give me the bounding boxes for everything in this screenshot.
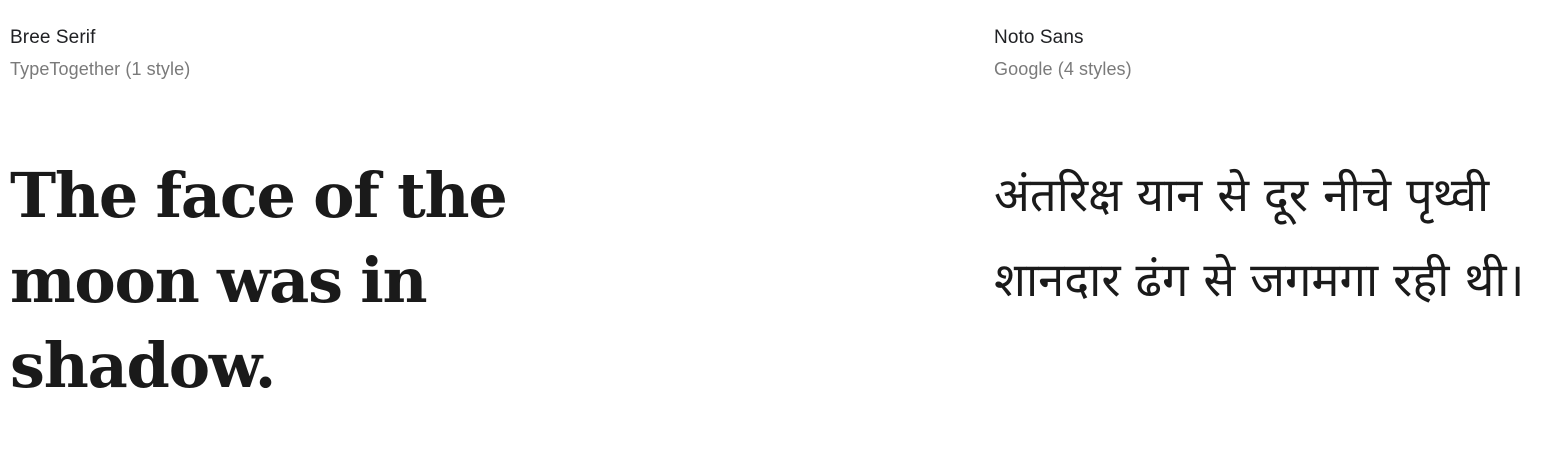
font-meta-bree-serif: Bree Serif TypeTogether (1 style) — [10, 26, 972, 81]
font-meta-noto-sans: Noto Sans Google (4 styles) — [994, 26, 1558, 81]
font-sample-block-bree-serif: The face of the moon was in shadow. — [10, 153, 972, 408]
font-sample-block-noto-sans: अंतरिक्ष यान से दूर नीचे पृथ्वी शानदार ढ… — [994, 153, 1558, 323]
font-card-bree-serif[interactable]: Bree Serif TypeTogether (1 style) The fa… — [0, 0, 972, 463]
font-name-noto-sans[interactable]: Noto Sans — [994, 27, 1084, 48]
font-foundry-bree-serif: TypeTogether (1 style) — [10, 59, 191, 79]
font-name-bree-serif[interactable]: Bree Serif — [10, 27, 96, 48]
font-foundry-noto-sans: Google (4 styles) — [994, 59, 1132, 79]
font-card-noto-sans[interactable]: Noto Sans Google (4 styles) अंतरिक्ष यान… — [972, 0, 1558, 463]
font-sample-text-noto-sans[interactable]: अंतरिक्ष यान से दूर नीचे पृथ्वी शानदार ढ… — [994, 168, 1525, 308]
font-sample-text-bree-serif[interactable]: The face of the moon was in shadow. — [10, 159, 508, 402]
